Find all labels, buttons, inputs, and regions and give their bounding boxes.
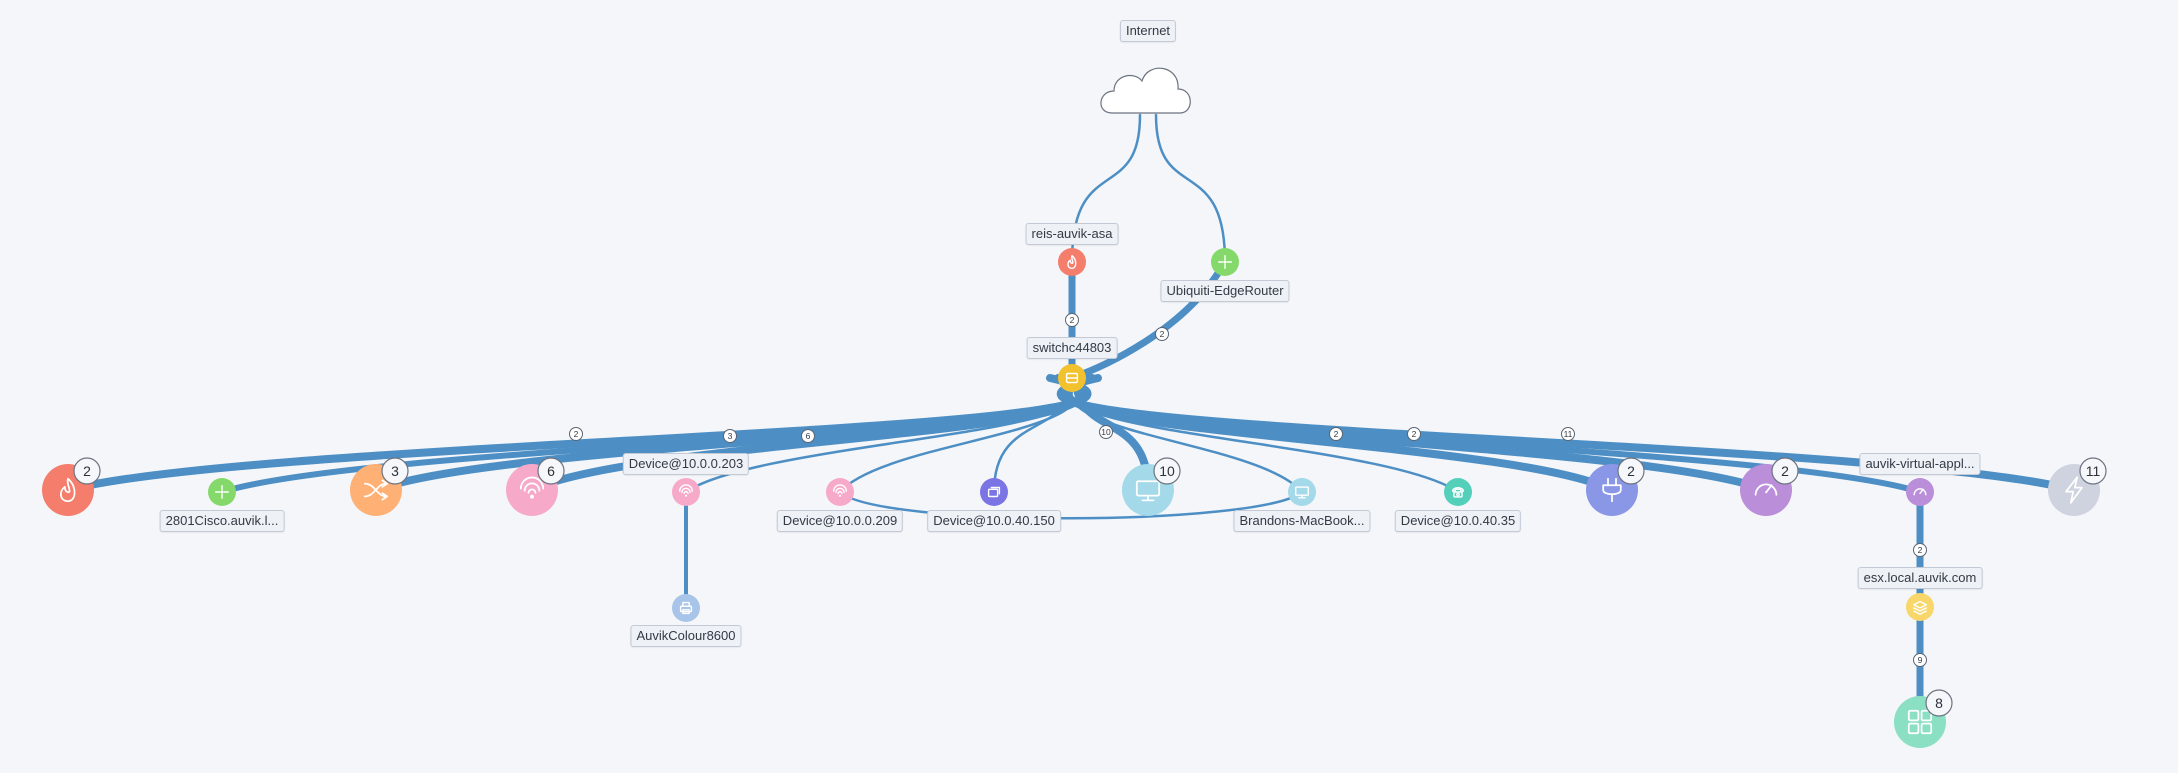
svg-text:2: 2 xyxy=(574,429,579,439)
svg-text:2: 2 xyxy=(83,463,91,479)
node-label-sw[interactable]: switchc44803 xyxy=(1026,337,1118,359)
svg-text:6: 6 xyxy=(547,463,555,479)
node-label-esx[interactable]: esx.local.auvik.com xyxy=(1857,567,1983,589)
node-label-auvik[interactable]: auvik-virtual-appl... xyxy=(1859,453,1981,475)
group-count-badge: 10 xyxy=(1153,457,1181,485)
node-printer[interactable] xyxy=(672,594,700,622)
node-esx[interactable] xyxy=(1906,593,1934,621)
svg-text:2: 2 xyxy=(1334,429,1339,439)
group-count-badge: 2 xyxy=(1617,457,1645,485)
node-label-d209[interactable]: Device@10.0.0.209 xyxy=(776,510,904,532)
node-internet[interactable] xyxy=(1100,67,1191,114)
node-pwr[interactable]: 2 xyxy=(1586,457,1645,516)
node-vms[interactable]: 8 xyxy=(1894,689,1953,748)
link-count-badge: 2 xyxy=(1913,543,1927,557)
group-count-badge: 3 xyxy=(381,457,409,485)
svg-text:11: 11 xyxy=(2086,463,2101,479)
node-ws[interactable]: 10 xyxy=(1122,457,1181,516)
wifi-icon xyxy=(826,478,854,506)
link-count-badge: 9 xyxy=(1913,653,1927,667)
svg-text:2: 2 xyxy=(1412,429,1417,439)
group-count-badge: 2 xyxy=(1771,457,1799,485)
link-internet-edge[interactable] xyxy=(1154,113,1227,264)
node-label-d150[interactable]: Device@10.0.40.150 xyxy=(927,510,1061,532)
svg-text:10: 10 xyxy=(1101,427,1111,437)
link-count-badge: 2 xyxy=(1329,427,1343,441)
svg-text:3: 3 xyxy=(391,463,399,479)
node-label-internet[interactable]: Internet xyxy=(1119,20,1177,42)
svg-text:8: 8 xyxy=(1935,695,1943,711)
wifi-icon xyxy=(672,478,700,506)
printer-icon xyxy=(672,594,700,622)
node-label-edge[interactable]: Ubiquiti-EdgeRouter xyxy=(1160,280,1290,302)
flame-icon xyxy=(1058,248,1086,276)
link-count-badge: 2 xyxy=(1065,313,1079,327)
cloud-icon xyxy=(1100,67,1191,114)
node-sw[interactable] xyxy=(1058,364,1086,392)
node-d209[interactable] xyxy=(826,478,854,506)
link-count-badge: 11 xyxy=(1561,427,1575,441)
group-count-badge: 8 xyxy=(1925,689,1953,717)
link-d209-mac[interactable] xyxy=(838,490,1304,520)
node-d150[interactable] xyxy=(980,478,1008,506)
link-count-badge: 2 xyxy=(1155,327,1169,341)
node-label-mac[interactable]: Brandons-MacBook... xyxy=(1233,510,1371,532)
node-label-printer[interactable]: AuvikColour8600 xyxy=(630,625,742,647)
node-wifig[interactable]: 6 xyxy=(506,457,565,516)
node-d35[interactable] xyxy=(1444,478,1472,506)
svg-text:2: 2 xyxy=(1070,315,1075,325)
node-label-asa[interactable]: reis-auvik-asa xyxy=(1025,223,1119,245)
monitor-icon xyxy=(1288,478,1316,506)
router-icon xyxy=(208,478,236,506)
node-label-d203[interactable]: Device@10.0.0.203 xyxy=(622,453,750,475)
svg-text:2: 2 xyxy=(1781,463,1789,479)
node-d203[interactable] xyxy=(672,478,700,506)
svg-text:6: 6 xyxy=(806,431,811,441)
nodes-layer: 2 3 6 10 2 2 11 8 xyxy=(42,67,2107,748)
node-edge[interactable] xyxy=(1211,248,1239,276)
svg-text:2: 2 xyxy=(1160,329,1165,339)
node-label-cisco[interactable]: 2801Cisco.auvik.l... xyxy=(159,510,285,532)
node-lbg[interactable]: 3 xyxy=(350,457,409,516)
svg-text:2: 2 xyxy=(1918,545,1923,555)
link-count-badge: 3 xyxy=(723,429,737,443)
link-count-badge: 2 xyxy=(1407,427,1421,441)
svg-text:11: 11 xyxy=(1564,429,1573,439)
node-unk[interactable]: 11 xyxy=(2048,457,2107,516)
router-icon xyxy=(1211,248,1239,276)
gauge-icon xyxy=(1906,478,1934,506)
node-fwg[interactable]: 2 xyxy=(42,457,101,516)
node-label-d35[interactable]: Device@10.0.40.35 xyxy=(1394,510,1522,532)
svg-text:9: 9 xyxy=(1918,655,1923,665)
group-count-badge: 2 xyxy=(73,457,101,485)
layers-icon xyxy=(1906,593,1934,621)
switch-icon xyxy=(1058,364,1086,392)
link-count-badge: 10 xyxy=(1099,425,1113,439)
node-cisco[interactable] xyxy=(208,478,236,506)
links-layer: 2 2 2 3 6 10 2 2 11 2 9 xyxy=(64,113,2078,726)
group-count-badge: 11 xyxy=(2079,457,2107,485)
svg-text:10: 10 xyxy=(1159,463,1175,479)
node-app[interactable]: 2 xyxy=(1740,457,1799,516)
svg-text:3: 3 xyxy=(728,431,733,441)
node-auvik[interactable] xyxy=(1906,478,1934,506)
controller-icon xyxy=(980,478,1008,506)
svg-text:2: 2 xyxy=(1627,463,1635,479)
link-count-badge: 6 xyxy=(801,429,815,443)
node-asa[interactable] xyxy=(1058,248,1086,276)
group-count-badge: 6 xyxy=(537,457,565,485)
phone-icon xyxy=(1444,478,1472,506)
link-count-badge: 2 xyxy=(569,427,583,441)
node-mac[interactable] xyxy=(1288,478,1316,506)
